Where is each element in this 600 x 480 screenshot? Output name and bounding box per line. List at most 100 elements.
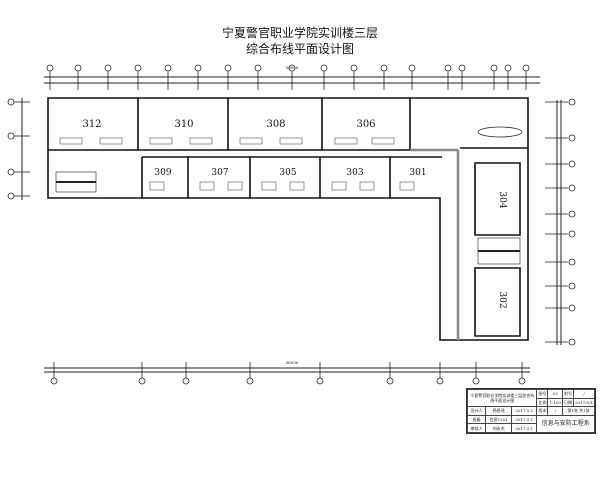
room-304-outline xyxy=(474,162,521,236)
axis-bubble xyxy=(380,64,388,72)
axis-bubble xyxy=(518,377,526,385)
title-block: 宁夏警官职业学院实训楼三层综合布线平面设计图 图号 03 附号 / 比例 1:1… xyxy=(466,388,596,434)
axis-bubble xyxy=(7,98,15,106)
axis-bubble xyxy=(568,134,576,142)
dimension-total-top: 56000 xyxy=(286,65,299,70)
attach-label: 附号 xyxy=(562,389,575,399)
room-label-302: 302 xyxy=(497,291,507,308)
class-value: 信息1501 xyxy=(485,414,513,425)
axis-bubble xyxy=(7,168,15,176)
axis-bubble xyxy=(436,377,444,385)
axis-bubble xyxy=(134,64,142,72)
attach-value: / xyxy=(573,389,595,399)
reviewer-label: 审核人 xyxy=(466,423,487,433)
drawing-no: 03 xyxy=(547,389,563,399)
workstation-row xyxy=(371,137,395,145)
axis-bubble xyxy=(164,64,172,72)
desk-cluster xyxy=(227,181,243,191)
axis-bubble xyxy=(568,338,576,346)
axis-bubble xyxy=(316,377,324,385)
axis-bubble xyxy=(194,64,202,72)
workstation-row xyxy=(149,137,173,145)
designer-date: 2017.5.1 xyxy=(511,406,538,416)
version-label: 版本 xyxy=(536,406,549,416)
axis-bubble xyxy=(568,98,576,106)
axis-bubble xyxy=(568,258,576,266)
workstation-row xyxy=(334,137,358,145)
room-label-301: 301 xyxy=(409,168,426,178)
scale-value: 1:100 xyxy=(547,397,563,408)
desk-cluster xyxy=(261,181,277,191)
workstation-row xyxy=(99,137,123,145)
stair-right xyxy=(477,237,521,265)
designer-label: 设计人 xyxy=(466,406,487,416)
axis-bubble xyxy=(568,282,576,290)
axis-bubble xyxy=(224,64,232,72)
workstation-row xyxy=(239,137,263,145)
class-label: 班级 xyxy=(466,414,487,425)
desk-cluster xyxy=(399,181,415,191)
axis-bubble xyxy=(472,377,480,385)
sheet-number: 第1张 共1张 xyxy=(562,406,595,416)
room-label-304: 304 xyxy=(497,191,507,208)
date-label: 日期 xyxy=(562,397,575,408)
reviewer-name: 刘永杰 xyxy=(485,423,513,433)
scale-label: 比例 xyxy=(536,397,549,408)
axis-bubble xyxy=(320,64,328,72)
stair-left xyxy=(55,171,97,193)
room-label-305: 305 xyxy=(279,168,296,178)
room-label-308: 308 xyxy=(266,119,285,130)
department-name: 信息与安防工程系 xyxy=(536,414,595,434)
building-outline xyxy=(47,97,529,341)
workstation-row xyxy=(59,137,83,145)
dimension-total-bottom: 56000 xyxy=(286,360,299,365)
axis-bubble xyxy=(254,64,262,72)
axis-bubble xyxy=(350,64,358,72)
axis-bubble xyxy=(490,64,498,72)
workstation-row xyxy=(279,137,303,145)
designer-name: 杨思瑶 xyxy=(485,406,513,416)
room-label-312: 312 xyxy=(82,119,101,130)
desk-cluster xyxy=(331,181,347,191)
axis-bubble xyxy=(568,184,576,192)
room-label-310: 310 xyxy=(174,119,193,130)
axis-bubble xyxy=(522,64,530,72)
axis-bubble xyxy=(504,64,512,72)
axis-bubble xyxy=(138,377,146,385)
drawing-name: 宁夏警官职业学院实训楼三层综合布线平面设计图 xyxy=(466,388,538,408)
axis-bubble xyxy=(568,230,576,238)
axis-bubble xyxy=(568,210,576,218)
axis-bubble xyxy=(46,64,54,72)
axis-bubble xyxy=(288,64,296,72)
axis-bubble xyxy=(50,377,58,385)
axis-bubble xyxy=(246,377,254,385)
room-label-307: 307 xyxy=(211,168,228,178)
drawing-no-label: 图号 xyxy=(536,389,549,399)
room-302-outline xyxy=(474,267,521,337)
class-date: 2017.5.1 xyxy=(511,414,538,425)
workstation-row xyxy=(189,137,213,145)
axis-bubble xyxy=(74,64,82,72)
room-label-309: 309 xyxy=(154,168,171,178)
axis-bubble xyxy=(386,377,394,385)
date-value: 2017/5/1 xyxy=(573,397,595,408)
room-label-306: 306 xyxy=(356,119,375,130)
axis-bubble xyxy=(458,64,466,72)
axis-bubble xyxy=(182,377,190,385)
axis-bubble xyxy=(568,160,576,168)
reviewer-date: 2017.5.1 xyxy=(511,423,538,433)
desk-cluster xyxy=(289,181,305,191)
axis-bubble xyxy=(408,64,416,72)
axis-bubble xyxy=(7,132,15,140)
washbasin-counter xyxy=(477,126,523,138)
drawing-title-line1: 宁夏警官职业学院实训楼三层 xyxy=(221,26,378,40)
desk-cluster xyxy=(199,181,215,191)
room-label-303: 303 xyxy=(346,168,363,178)
axis-bubble xyxy=(568,304,576,312)
axis-bubble xyxy=(104,64,112,72)
drawing-title-line2: 综合布线平面设计图 xyxy=(245,42,354,56)
desk-cluster xyxy=(359,181,375,191)
version-value: / xyxy=(547,406,563,416)
